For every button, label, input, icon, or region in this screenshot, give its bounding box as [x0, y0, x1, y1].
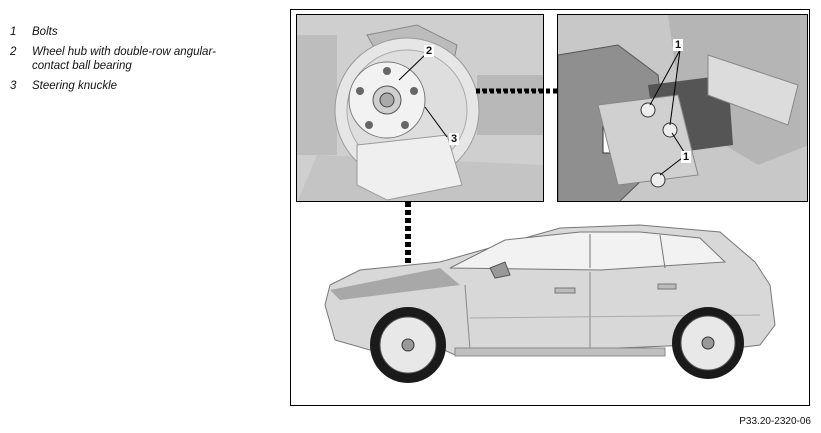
figure-id: P33.20-2320-06	[739, 416, 811, 427]
legend-number: 1	[10, 26, 17, 38]
inset-wheel-hub	[296, 14, 544, 202]
callout-3: 3	[449, 133, 460, 145]
legend-text: Bolts	[32, 26, 58, 38]
wheel-hub-illustration	[297, 15, 543, 201]
callout-1-bottom: 1	[681, 151, 692, 163]
legend-text: Wheel hub with double-row angular-contac…	[32, 46, 216, 72]
legend-item-wheel-hub: 2 Wheel hub with double-row angular-cont…	[10, 45, 250, 73]
figure-frame	[290, 9, 810, 406]
legend-item-bolts: 1 Bolts	[10, 25, 250, 39]
bolts-illustration	[558, 15, 807, 201]
legend-number: 2	[10, 46, 17, 58]
inset-bolts	[557, 14, 808, 202]
callout-2: 2	[424, 45, 435, 57]
legend-item-steering-knuckle: 3 Steering knuckle	[10, 79, 250, 93]
legend-text: Steering knuckle	[32, 80, 118, 92]
callout-1-top: 1	[673, 39, 684, 51]
legend-number: 3	[10, 80, 17, 92]
legend: 1 Bolts 2 Wheel hub with double-row angu…	[10, 25, 250, 99]
